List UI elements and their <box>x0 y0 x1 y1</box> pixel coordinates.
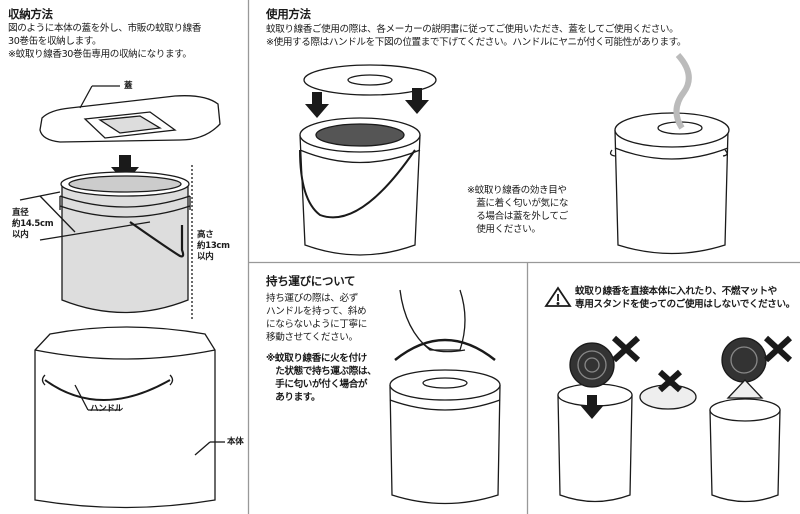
prohibited-x-icon <box>611 335 641 363</box>
usage-line: ※使用する際はハンドルを下図の位置まで下げてください。ハンドルにヤニが付く可能性… <box>266 37 687 48</box>
carrying-title: 持ち運びについて <box>266 274 356 288</box>
usage-line: 蚊取り線香ご使用の際は、各メーカーの説明書に従ってご使用いただき、蓋をしてご使用… <box>266 24 679 35</box>
usage-title: 使用方法 <box>266 7 311 21</box>
arrow-down-icon <box>305 92 329 118</box>
body-label: 本体 <box>227 437 244 447</box>
carrying-note: ※蚊取り線香に火を付け た状態で持ち運ぶ際は、 手に匂いが付く場合が あります。 <box>266 353 377 403</box>
storage-title: 収納方法 <box>8 7 53 21</box>
bucket-with-lid-illustration <box>299 64 437 256</box>
carrying-illustration <box>389 289 501 505</box>
warning-triangle-icon <box>544 286 572 307</box>
prohibited-x-icon <box>657 369 683 393</box>
usage-note: ※蚊取り線香の効き目や 蓋に着く匂いが気にな る場合は蓋を外してご 使用ください… <box>467 185 569 235</box>
arrow-down-icon <box>580 395 604 419</box>
diameter-label: 直径 約14.5cm 以内 <box>12 208 54 240</box>
storage-line: 30巻缶を収納します。 <box>8 36 102 47</box>
arrow-down-icon <box>111 155 139 183</box>
arrow-down-icon <box>405 88 429 114</box>
lid-label: 蓋 <box>124 81 133 91</box>
body-illustration <box>34 326 225 509</box>
lid-illustration <box>39 85 221 143</box>
warning-text: 蚊取り線香を直接本体に入れたり、不燃マットや 専用スタンドを使ってのご使用はしな… <box>575 286 795 310</box>
prohibited-x-icon <box>763 335 793 363</box>
handle-label: ハンドル <box>90 404 123 414</box>
coil-can-illustration <box>19 165 193 320</box>
bucket-with-smoke-illustration <box>609 52 730 255</box>
prohibited-illustrations <box>557 335 793 503</box>
carrying-text: 持ち運びの際は、必ず ハンドルを持って、斜め にならないように丁寧に 移動させて… <box>266 293 367 343</box>
height-label: 高さ 約13cm 以内 <box>197 230 230 262</box>
storage-line: 図のように本体の蓋を外し、市販の蚊取り線香 <box>8 23 202 34</box>
storage-line: ※蚊取り線香30巻缶専用の収納になります。 <box>8 49 192 60</box>
